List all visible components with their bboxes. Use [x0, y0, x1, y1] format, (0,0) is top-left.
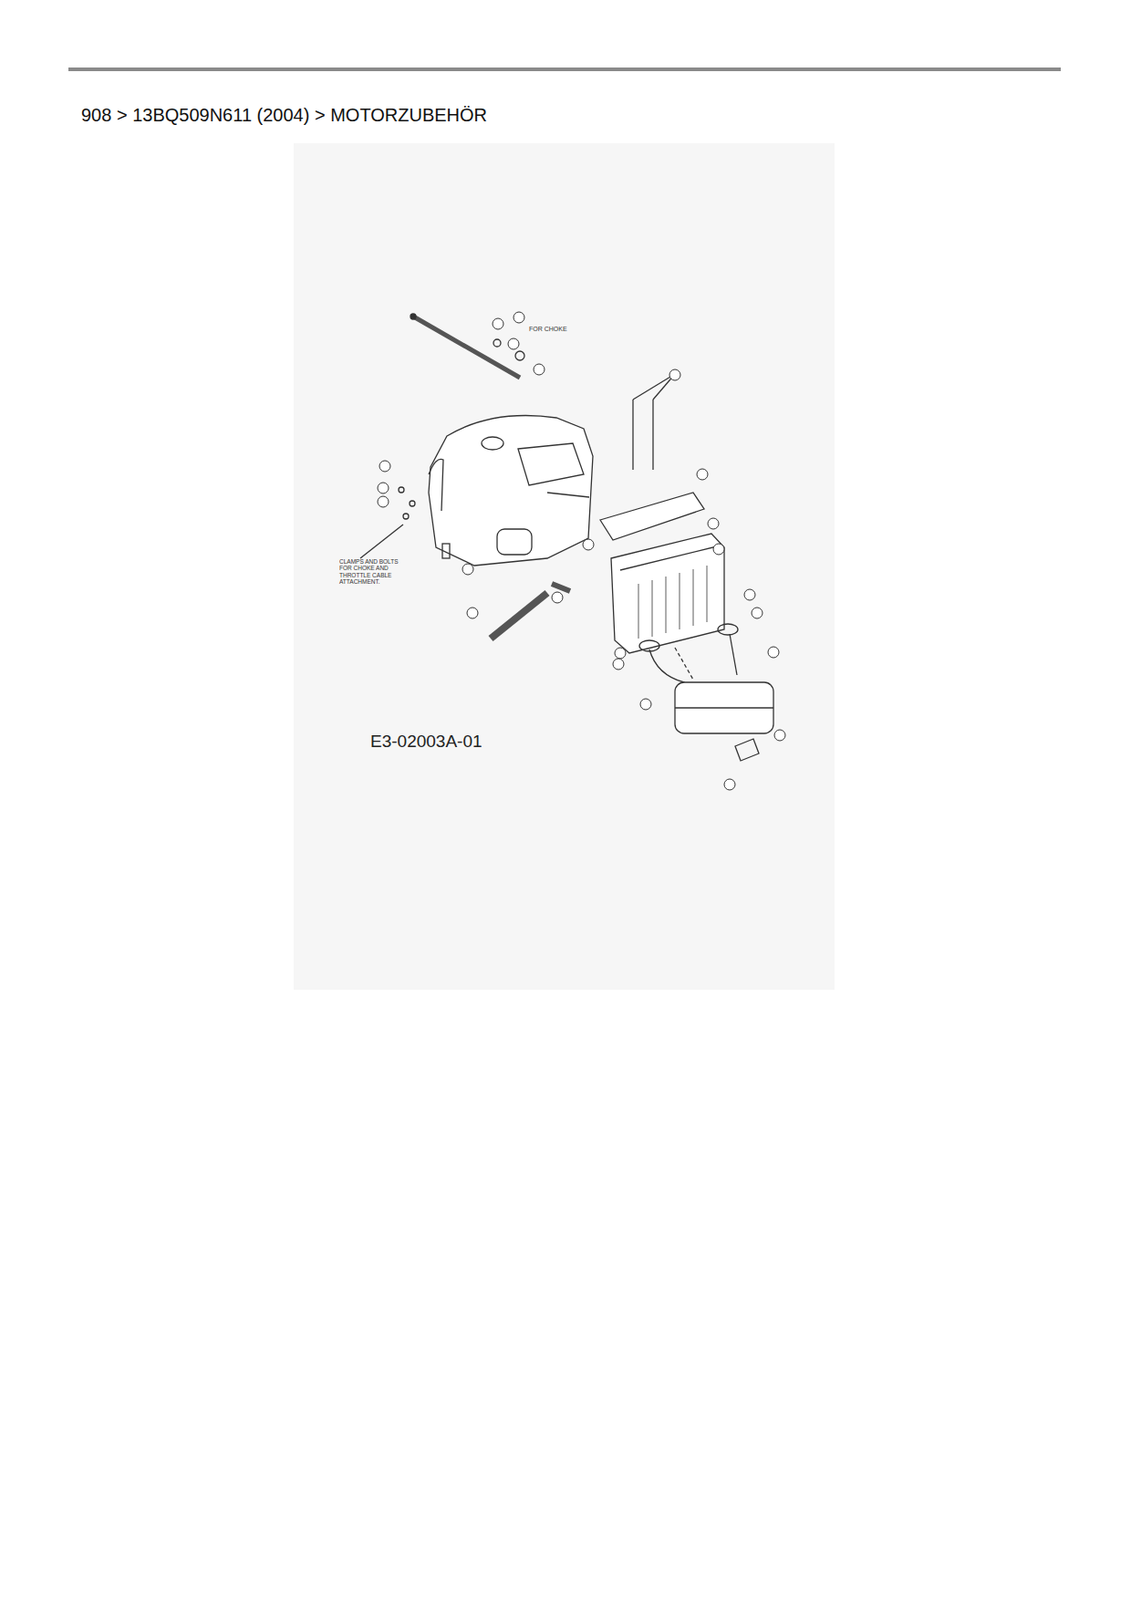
- part-note: CLAMPS AND BOLTS FOR CHOKE AND THROTTLE …: [339, 558, 404, 586]
- drawing-number: E3-02003A-01: [370, 731, 483, 752]
- part-note: FOR CHOKE: [529, 325, 568, 333]
- illustration-ground: [293, 143, 835, 990]
- page-title: 908 > 13BQ509N611 (2004) > MOTORZUBEHÖR: [81, 104, 488, 126]
- header-rule: [68, 67, 1061, 72]
